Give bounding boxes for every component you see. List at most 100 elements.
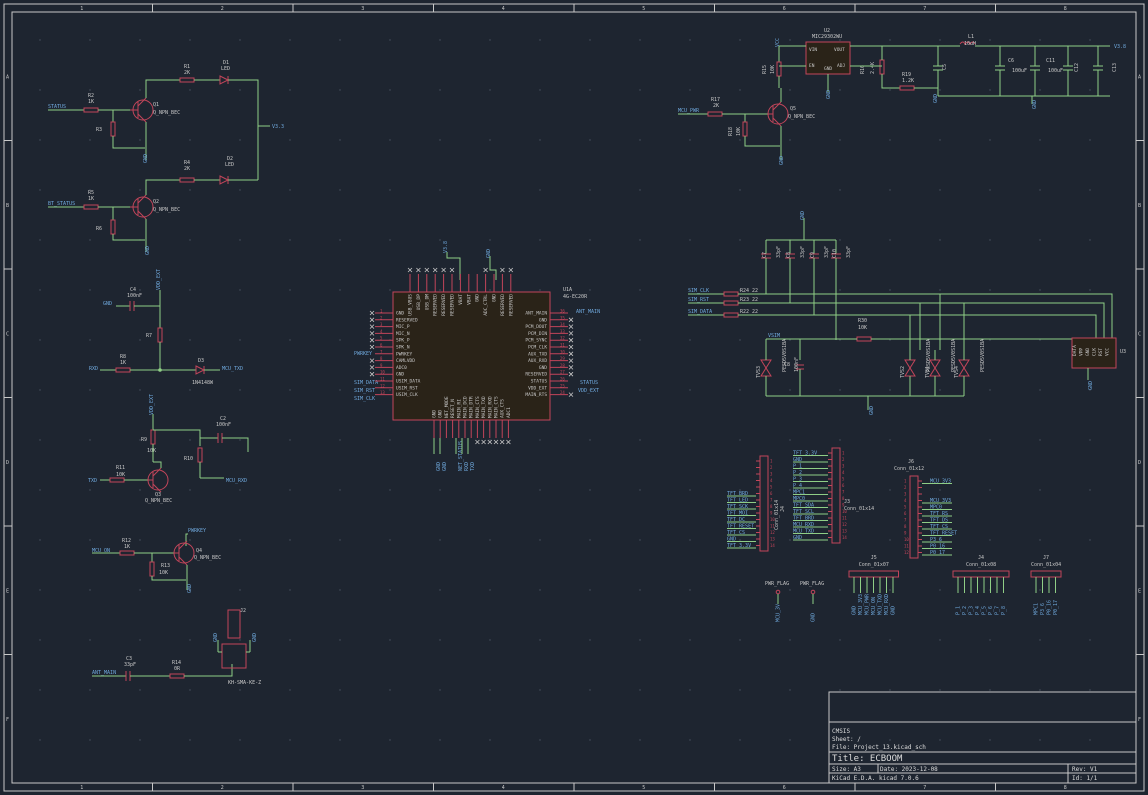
sim-cap-value: 33pF [824,246,830,258]
module-pin-number: 9 [380,363,383,368]
connector-ref: J3 [844,499,850,505]
net-label-status-right: STATUS [580,380,598,386]
module-pin-number: 7 [380,349,383,354]
svg-text:Q_NPN_BEC: Q_NPN_BEC [153,110,180,116]
title-name: Title: ECBOOM [832,754,903,764]
module-pin-number: 32 [560,336,565,341]
connector-net-label: P_2 [793,470,802,476]
connector-net-label: MPC0 [793,496,805,502]
connector-pin-number: 2 [770,465,773,470]
module-pin-number: 25 [560,383,565,388]
zone-col-label: 3 [361,6,364,12]
connector-pin-number: 6 [770,491,773,496]
connector-net-label: P_2 [962,606,968,615]
connector-pin-number: 2 [904,485,907,490]
zone-row-label: D [1138,460,1141,466]
zone-row-label: B [6,203,9,209]
connector-net-label: TFT_3.3V [793,451,817,457]
svg-text:C8: C8 [784,362,790,368]
net-label-bt-status: BT_STATUS [48,201,75,207]
net-label-sim-clk: SIM_CLK [354,396,375,402]
svg-text:R4: R4 [184,160,190,166]
svg-text:C5: C5 [942,64,948,70]
connector-j2[interactable] [227,609,241,639]
svg-text:C12: C12 [1074,63,1080,72]
module-pin-name: GND [432,410,438,418]
svg-text:C4: C4 [130,287,136,293]
module-pin-number: 11 [380,377,385,382]
module-pin-name: MAIN_RXD [487,396,493,418]
connector-pin-number: 9 [904,531,907,536]
inductor-l1[interactable] [959,41,976,45]
power-flag-net: GND [811,613,817,622]
connector-pin-number: 3 [770,472,773,477]
module-pin-name: USIM_RST [396,385,418,391]
net-label-sim-clk-2: SIM_CLK [688,288,709,294]
module-pin-name: MAIN_RI [456,399,462,418]
sim-socket-u3[interactable] [1071,337,1117,369]
connector-net-label: TFT_BRD [727,491,748,497]
svg-text:1N4148W: 1N4148W [192,380,214,386]
module-pin-number: 26 [560,377,565,382]
svg-text:R19: R19 [902,72,911,78]
net-label-module-bottom: TXD [470,462,476,471]
module-pin-number: 1 [380,309,383,314]
module-pin-name: USIM_CLK [396,392,418,398]
connector-net-label: MCU_ON [871,597,877,615]
svg-text:10K: 10K [159,570,168,576]
svg-text:KH-SMA-KE-Z: KH-SMA-KE-Z [228,680,261,686]
sim-cap-value: 33pF [800,246,806,258]
connector-net-label: GND [891,606,897,615]
net-label-status: STATUS [48,104,66,110]
connector-net-label: GND [727,537,736,543]
connector-net-label: P_3 [969,606,975,615]
connector-net-label: MCU_3V3 [858,594,864,615]
connector-pin-number: 3 [904,492,907,497]
connector-net-label: P0_16 [1047,600,1053,615]
svg-text:GND: GND [779,156,785,165]
svg-text:R17: R17 [711,97,720,103]
module-pin-name: GND [539,365,547,371]
module-u1a-4g-ec20r[interactable]: U1A 4G-EC20R V3.8 GND PWRKEY SIM_DATA SI… [354,241,600,471]
module-pin-number: 35 [560,315,565,320]
connector-pin-number: 8 [770,504,773,509]
connector-net-label: P_3 [793,477,802,483]
svg-text:VOUT: VOUT [834,47,845,53]
net-label-module-bottom: GND [436,462,442,471]
net-label-mcu-txd: MCU_TXD [222,366,243,372]
zone-col-label: 8 [1064,785,1067,791]
svg-text:V3.8: V3.8 [443,241,449,253]
module-pin-name: PCM_SYNC [525,338,547,344]
module-pin-name: GND [396,311,404,317]
connector-value: Conn_01x07 [859,562,889,568]
net-label-sim-data-2: SIM_DATA [688,309,712,315]
connector-net-label: P_1 [793,464,802,470]
svg-text:VDD_EXT: VDD_EXT [156,269,162,290]
sim-cap-value: 33pF [846,246,852,258]
connector-pin-number: 4 [842,470,845,475]
svg-text:GND: GND [933,94,939,103]
module-pin-name: STATUS [531,379,548,385]
svg-text:GND: GND [213,633,219,642]
connector-net-label: MCU_3V3 [930,498,951,504]
module-pin-name: MIC_P [396,324,410,330]
connector-pin-number: 1 [904,479,907,484]
svg-text:R3: R3 [96,127,102,133]
module-pin-name: ADC_CTRL [483,294,489,316]
connector-net-label: P_7 [995,606,1001,615]
module-pin-name: PCM_CLK [528,345,547,351]
tx-level-shift-block: GND C4 100nF VDD_EXT R7 RXD R8 1K D3 1N4… [89,269,243,386]
connector-net-label: P_6 [988,606,994,615]
svg-text:U3: U3 [1120,349,1126,355]
svg-text:R6: R6 [96,226,102,232]
svg-text:R30: R30 [858,318,867,324]
tvs-ref: TVS3 [756,366,762,378]
svg-text:GND: GND [826,90,832,99]
connector-pin-number: 5 [842,477,845,482]
module-pin-number: 29 [560,356,565,361]
svg-text:10K: 10K [858,325,867,331]
svg-text:R7: R7 [146,333,152,339]
